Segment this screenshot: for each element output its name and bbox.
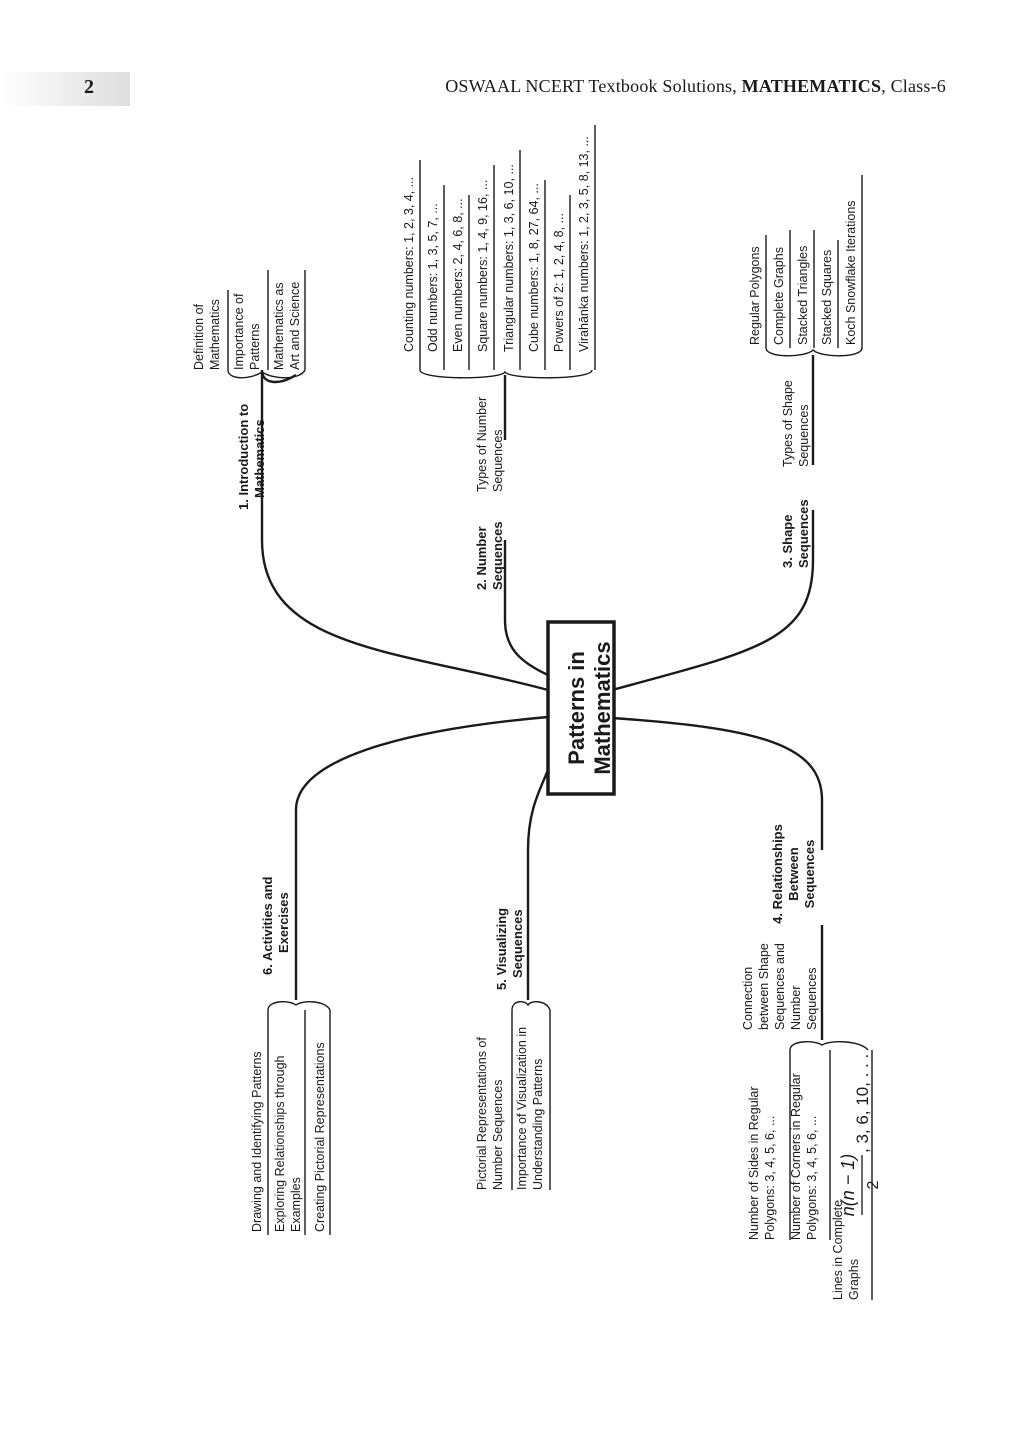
branch3-title-line2: Sequences bbox=[796, 499, 811, 568]
branch3-item-stacked-squares: Stacked Squares bbox=[820, 250, 834, 345]
bracket-branch2 bbox=[419, 369, 593, 379]
running-head-suffix: , Class-6 bbox=[881, 76, 946, 96]
branch6-title-line2: Exercises bbox=[276, 892, 291, 953]
branch2-item-counting: Counting numbers: 1, 2, 3, 4, ... bbox=[402, 177, 416, 352]
center-title-line1: Patterns in bbox=[564, 651, 589, 765]
branch4-sub-line4: Number bbox=[789, 986, 803, 1030]
branch5-title-line2: Sequences bbox=[510, 909, 525, 978]
branch6: 6. Activities and Exercises Drawing and … bbox=[250, 876, 327, 1232]
branch3: 3. Shape Sequences Types of Shape Sequen… bbox=[748, 200, 858, 568]
branch2-item-powers: Powers of 2: 1, 2, 4, 8, ... bbox=[552, 213, 566, 352]
branch4-sub-line1: Connection bbox=[741, 967, 755, 1030]
connector-branch6 bbox=[294, 715, 549, 811]
connector-branch2 bbox=[503, 619, 549, 677]
branch1-item3-line1: Mathematics as bbox=[272, 282, 286, 370]
branch6-title-line1: 6. Activities and bbox=[260, 876, 275, 975]
connector-branch3 bbox=[611, 559, 815, 692]
bracket-branch3 bbox=[765, 347, 863, 357]
branch1-item2-line2: Patterns bbox=[248, 323, 262, 370]
branch4-sub-line3: Sequences and bbox=[773, 943, 787, 1030]
leaf-brackets bbox=[227, 125, 873, 1240]
connector-branch5 bbox=[526, 769, 550, 851]
branch1-item2-line1: Importance of bbox=[232, 293, 246, 370]
branch1-title-line2: Mathematics bbox=[252, 419, 267, 498]
branch4-item2-line1: Number of Corners in Regular bbox=[789, 1073, 803, 1240]
formula-tail: , 3, 6, 10, . . . bbox=[853, 1054, 872, 1153]
branch5-item2-line1: Importance of Visualization in bbox=[515, 1027, 529, 1190]
branch-connectors bbox=[260, 355, 824, 1040]
branch2-title-line1: 2. Number bbox=[474, 526, 489, 590]
bracket-branch1 bbox=[227, 369, 306, 379]
formula-denominator: 2 bbox=[865, 1180, 882, 1189]
branch4-title-line3: Sequences bbox=[802, 840, 817, 909]
running-head-subject: MATHEMATICS bbox=[741, 76, 882, 96]
branch6-item1-line1: Drawing and Identifying Patterns bbox=[250, 1051, 264, 1232]
branch4: 4. Relationships Between Sequences Conne… bbox=[741, 824, 882, 1300]
branch2-title-line2: Sequences bbox=[490, 521, 505, 590]
branch1-title-line1: 1. Introduction to bbox=[236, 404, 251, 510]
page-number-tab bbox=[0, 72, 130, 106]
branch4-sub-line5: Sequences bbox=[805, 967, 819, 1030]
formula-numerator: n(n − 1) bbox=[838, 1154, 858, 1217]
bracket-branch6 bbox=[267, 1001, 331, 1011]
branch3-title-line1: 3. Shape bbox=[780, 515, 795, 568]
branch2-item-odd: Odd numbers: 1, 3, 5, 7, ... bbox=[426, 203, 440, 352]
branch1-item1-line2: Mathematics bbox=[208, 299, 222, 370]
branch5-item2-line2: Understanding Patterns bbox=[531, 1059, 545, 1190]
branch4-item3-line2: Graphs bbox=[847, 1259, 861, 1300]
branch3-sub-line1: Types of Shape bbox=[781, 380, 795, 467]
complete-graph-formula: n(n − 1) 2 , 3, 6, 10, . . . bbox=[838, 1054, 882, 1217]
page-number: 2 bbox=[84, 76, 94, 98]
branch5-item1-line1: Pictorial Representations of bbox=[475, 1037, 489, 1190]
connector-branch1 bbox=[260, 539, 549, 692]
branch6-item2-line2: Examples bbox=[289, 1177, 303, 1232]
branch1: 1. Introduction to Mathematics Definitio… bbox=[192, 282, 302, 510]
center-box bbox=[546, 620, 616, 796]
running-head: OSWAAL NCERT Textbook Solutions, MATHEMA… bbox=[445, 76, 946, 97]
branch6-item3-line1: Creating Pictorial Representations bbox=[313, 1042, 327, 1232]
branch1-item3-line2: Art and Science bbox=[288, 282, 302, 370]
bracket-branch5 bbox=[511, 1001, 551, 1011]
center-title-line2: Mathematics bbox=[590, 641, 615, 774]
branch4-item2-line2: Polygons: 3, 4, 5, 6, ... bbox=[805, 1116, 819, 1240]
running-head-prefix: OSWAAL NCERT Textbook Solutions, bbox=[445, 76, 742, 96]
branch2-sub-line2: Sequences bbox=[491, 429, 505, 492]
branch2-item-cube: Cube numbers: 1, 8, 27, 64, ... bbox=[527, 183, 541, 352]
branch3-sub-line2: Sequences bbox=[797, 404, 811, 467]
branch5-title-line1: 5. Visualizing bbox=[494, 908, 509, 990]
branch3-item-koch-snowflake: Koch Snowflake Iterations bbox=[844, 200, 858, 345]
connector-branch1-sub bbox=[260, 369, 297, 460]
branch4-item1-line1: Number of Sides in Regular bbox=[747, 1086, 761, 1240]
branch4-title-line1: 4. Relationships bbox=[770, 824, 785, 924]
branch4-title-line2: Between bbox=[786, 847, 801, 901]
branch2: 2. Number Sequences Types of Number Sequ… bbox=[402, 136, 591, 590]
branch6-item2-line1: Exploring Relationships through bbox=[273, 1055, 287, 1232]
branch1-item1-line1: Definition of bbox=[192, 303, 206, 370]
branch2-item-triangular: Triangular numbers: 1, 3, 6, 10, ... bbox=[502, 164, 516, 352]
connector-branch4 bbox=[611, 716, 824, 801]
branch2-item-square: Square numbers: 1, 4, 9, 16, ... bbox=[476, 180, 490, 352]
branch5: 5. Visualizing Sequences Pictorial Repre… bbox=[475, 908, 545, 1190]
center-node: Patterns in Mathematics bbox=[546, 620, 616, 796]
branch3-item-regular-polygons: Regular Polygons bbox=[748, 246, 762, 345]
branch2-item-virahanka: Virahānka numbers: 1, 2, 3, 5, 8, 13, ..… bbox=[577, 136, 591, 352]
branch4-item3-line1: Lines in Complete bbox=[831, 1200, 845, 1300]
branch3-item-complete-graphs: Complete Graphs bbox=[772, 247, 786, 345]
branch2-sub-line1: Types of Number bbox=[475, 397, 489, 492]
branch5-item1-line2: Number Sequences bbox=[491, 1080, 505, 1190]
bracket-branch4 bbox=[789, 1041, 869, 1051]
branch4-item1-line2: Polygons: 3, 4, 5, 6, ... bbox=[763, 1116, 777, 1240]
branch4-sub-line2: between Shape bbox=[757, 943, 771, 1030]
branch3-item-stacked-triangles: Stacked Triangles bbox=[796, 246, 810, 345]
branch2-item-even: Even numbers: 2, 4, 6, 8, ... bbox=[451, 198, 465, 352]
